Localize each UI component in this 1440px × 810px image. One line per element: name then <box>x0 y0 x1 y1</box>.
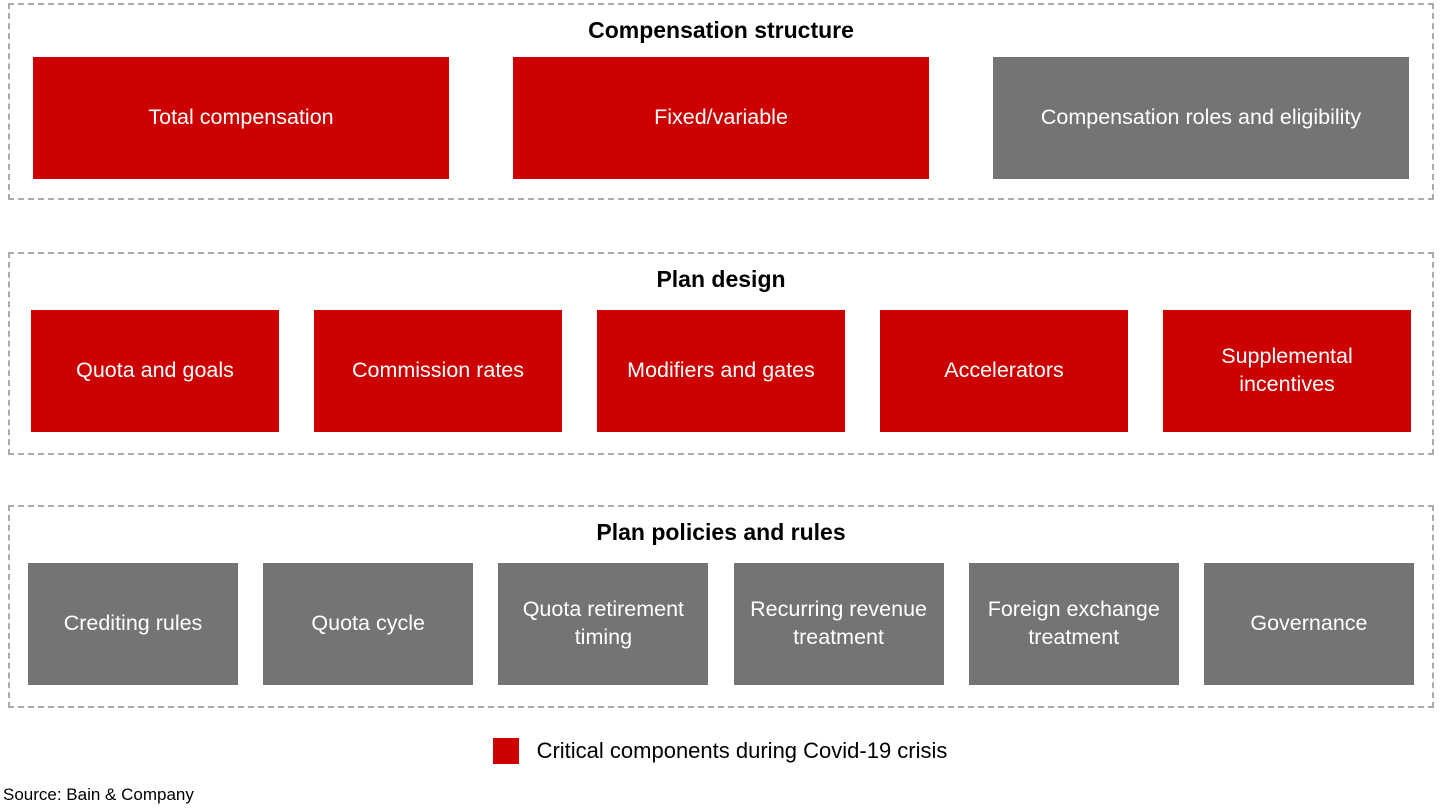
legend-critical-swatch <box>492 738 519 764</box>
source-note: Source: Bain & Company <box>3 785 194 804</box>
box-governance: Governance <box>1203 563 1414 686</box>
box-recurring-revenue-treatment: Recurring revenue treatment <box>733 563 944 686</box>
compensation-structure-row: Total compensation Fixed/variable Compen… <box>10 45 1432 198</box>
box-foreign-exchange-treatment: Foreign exchange treatment <box>968 563 1179 686</box>
box-label: Compensation roles and eligibility <box>1040 105 1362 130</box>
box-compensation-roles-and-eligibility: Compensation roles and eligibility <box>993 57 1409 180</box>
section-plan-policies-and-rules: Plan policies and rules Crediting rules … <box>8 505 1434 708</box>
box-label: Crediting rules <box>63 611 203 636</box>
section-title-plan-policies-and-rules: Plan policies and rules <box>596 519 846 545</box>
legend: Critical components during Covid-19 cris… <box>0 738 1440 764</box>
box-total-compensation: Total compensation <box>33 57 449 180</box>
box-fixed-variable: Fixed/variable <box>513 57 929 180</box>
box-accelerators: Accelerators <box>880 310 1128 433</box>
legend-label: Critical components during Covid-19 cris… <box>536 738 948 763</box>
box-label: Governance <box>1250 611 1368 636</box>
box-quota-retirement-timing: Quota retirement timing <box>498 563 709 686</box>
box-quota-cycle: Quota cycle <box>263 563 474 686</box>
box-modifiers-and-gates: Modifiers and gates <box>597 310 845 433</box>
box-commission-rates: Commission rates <box>314 310 562 433</box>
section-plan-design: Plan design Quota and goals Commission r… <box>8 252 1434 455</box>
section-title-compensation-structure: Compensation structure <box>588 17 854 43</box>
box-label: Fixed/variable <box>654 105 788 130</box>
box-label: Foreign exchange treatment <box>987 597 1160 650</box>
box-label: Commission rates <box>351 358 525 383</box>
section-title-plan-design: Plan design <box>656 266 786 292</box>
box-supplemental-incentives: Supplemental incentives <box>1163 310 1411 433</box>
box-label: Recurring revenue treatment <box>750 597 927 650</box>
plan-design-row: Quota and goals Commission rates Modifie… <box>10 294 1432 453</box>
box-label: Total compensation <box>148 105 334 130</box>
section-compensation-structure: Compensation structure Total compensatio… <box>8 3 1434 200</box>
box-quota-and-goals: Quota and goals <box>31 310 279 433</box>
box-crediting-rules: Crediting rules <box>28 563 238 686</box>
plan-policies-row: Crediting rules Quota cycle Quota retire… <box>10 547 1432 706</box>
box-label: Supplemental incentives <box>1221 344 1353 397</box>
box-label: Modifiers and gates <box>627 358 815 383</box>
box-label: Quota retirement timing <box>522 597 685 650</box>
box-label: Quota and goals <box>76 358 234 383</box>
box-label: Quota cycle <box>311 611 425 636</box>
box-label: Accelerators <box>944 358 1064 383</box>
